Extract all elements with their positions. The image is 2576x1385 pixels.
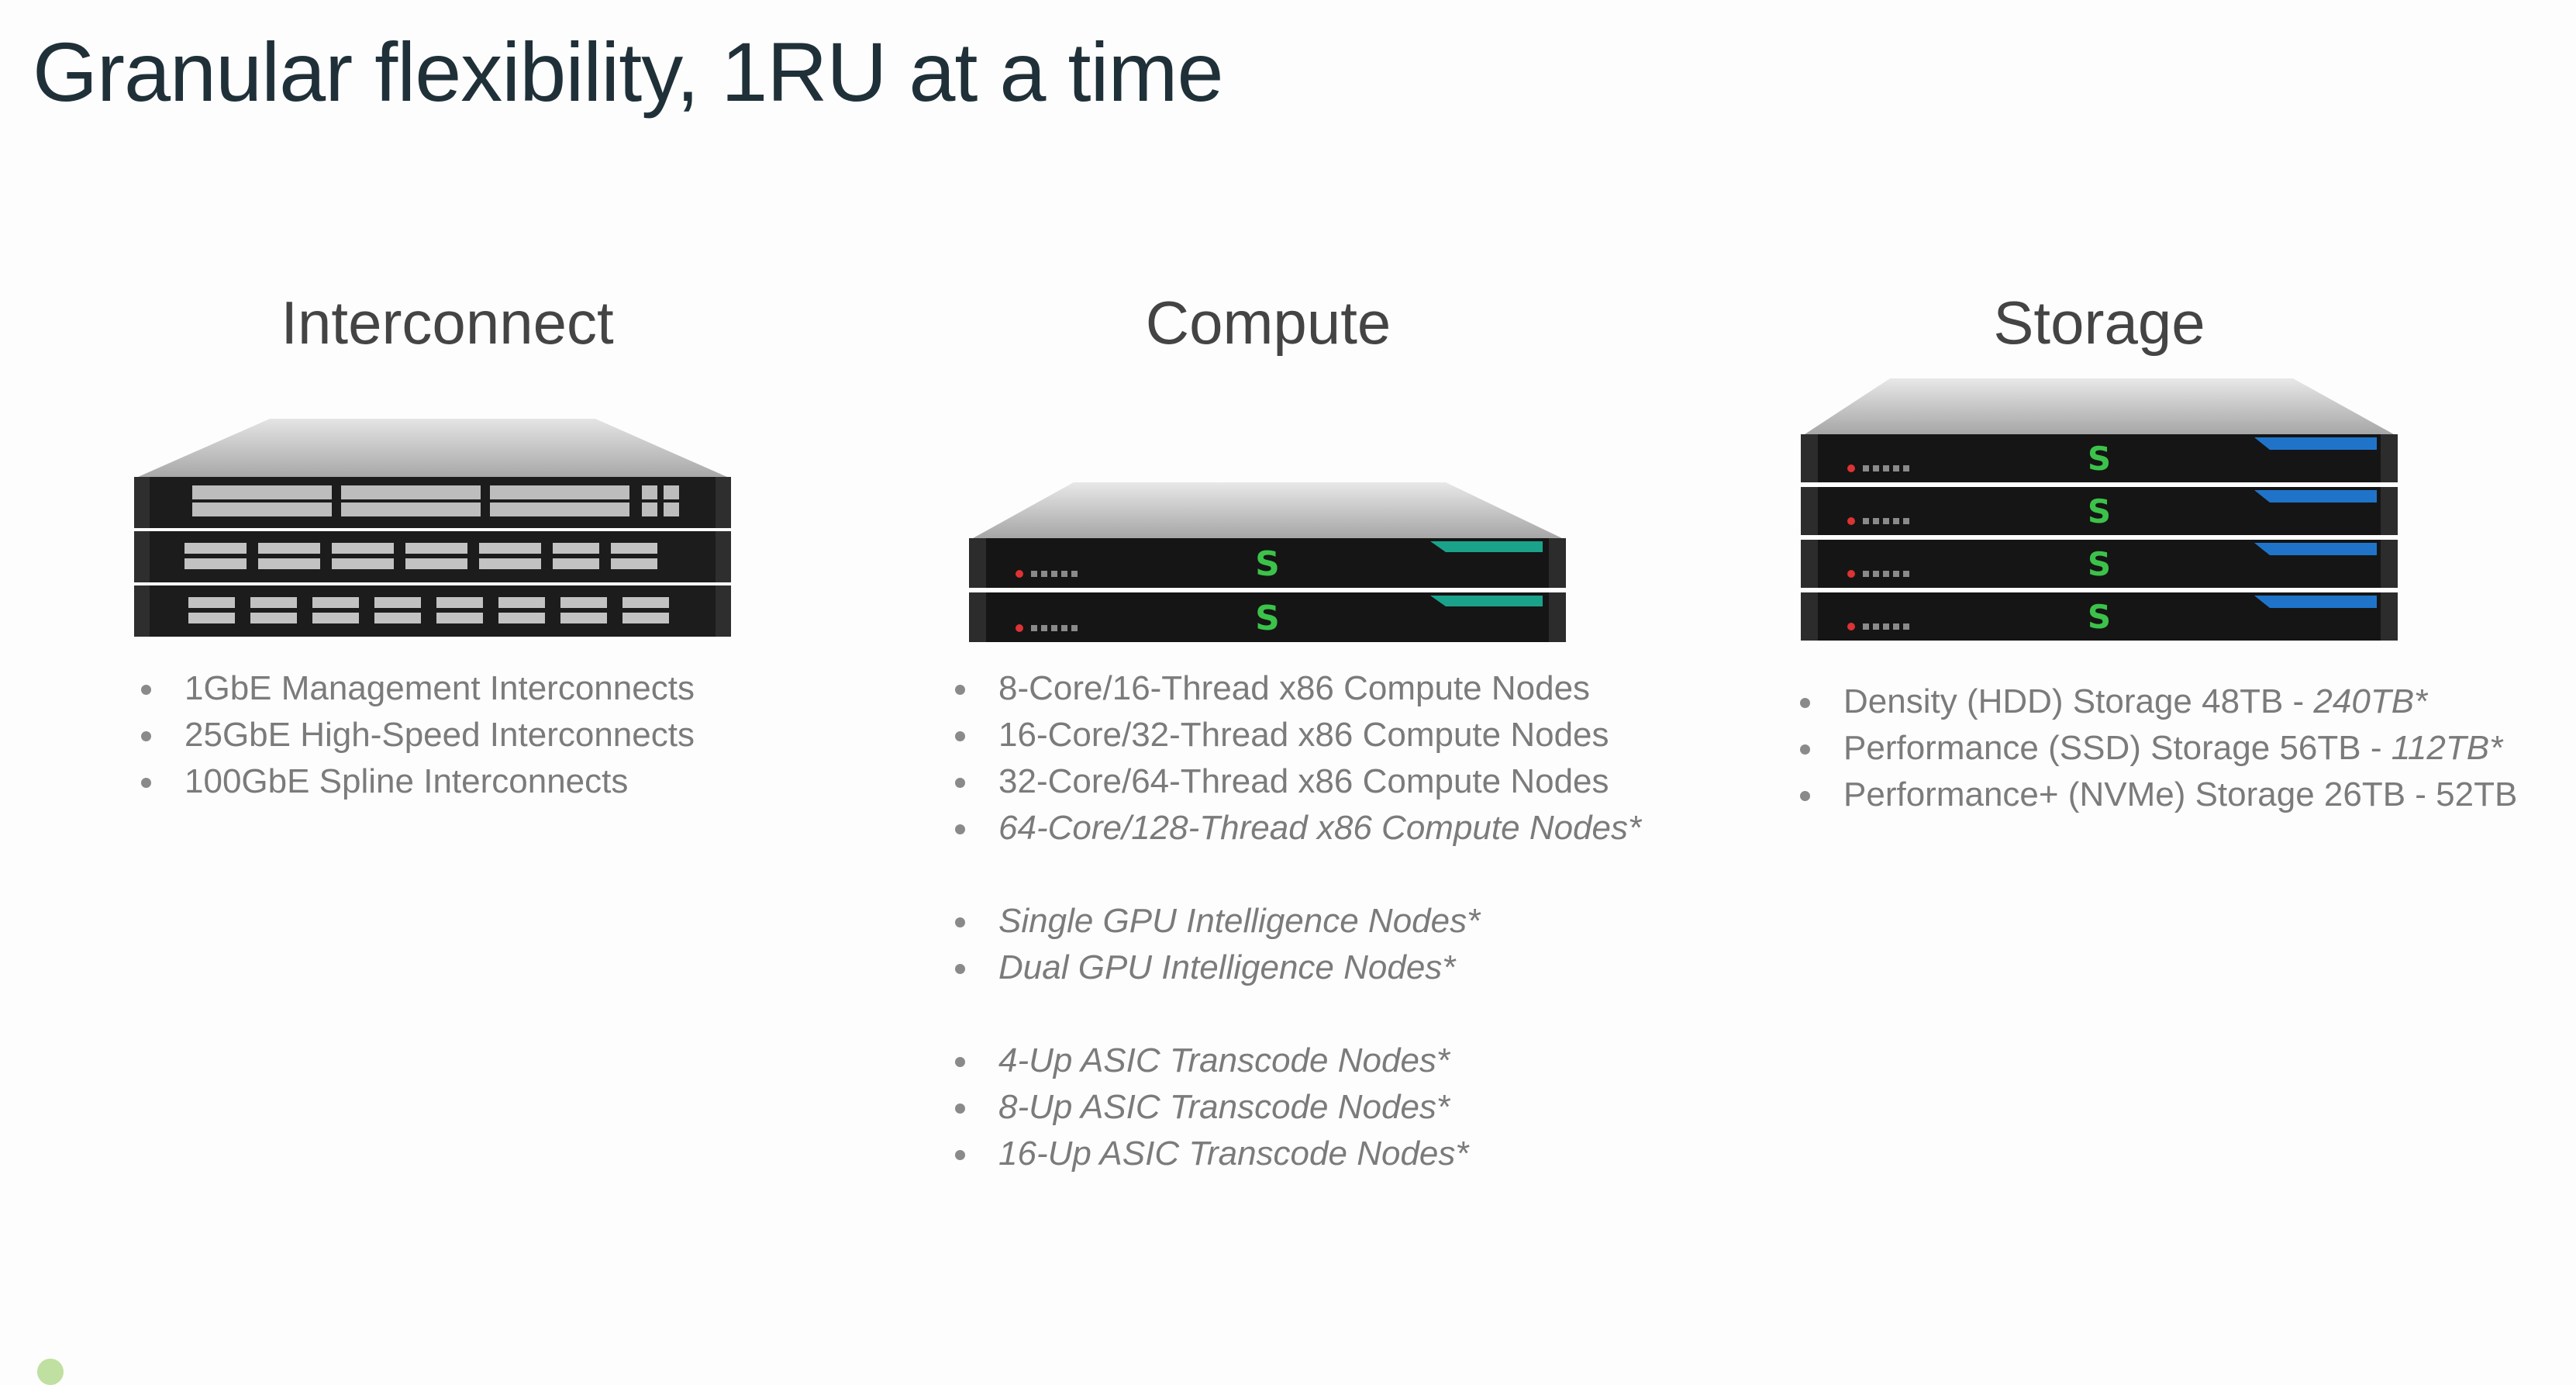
svg-text:S: S xyxy=(2088,545,2111,583)
compute-heading: Compute xyxy=(1145,288,1391,357)
list-item-text: Density (HDD) Storage 48TB - xyxy=(1843,682,2314,720)
slide-title: Granular flexibility, 1RU at a time xyxy=(33,25,1224,119)
list-item: 100GbE Spline Interconnects xyxy=(132,758,695,805)
list-item: 8-Up ASIC Transcode Nodes* xyxy=(946,1084,1641,1131)
network-switch-image xyxy=(130,419,735,644)
list-item-italic: 112TB* xyxy=(2391,729,2503,767)
list-item: Dual GPU Intelligence Nodes* xyxy=(946,945,1641,991)
list-item-text: Performance (SSD) Storage 56TB - xyxy=(1843,729,2392,767)
list-item: 1GbE Management Interconnects xyxy=(132,665,695,712)
svg-text:S: S xyxy=(1255,599,1280,638)
list-item-italic: 240TB* xyxy=(2313,682,2428,720)
list-item: 64-Core/128-Thread x86 Compute Nodes* xyxy=(946,805,1641,851)
list-item: 16-Up ASIC Transcode Nodes* xyxy=(946,1131,1641,1177)
list-item: Density (HDD) Storage 48TB - 240TB* xyxy=(1791,679,2517,725)
interconnect-heading: Interconnect xyxy=(281,288,614,357)
list-item: 4-Up ASIC Transcode Nodes* xyxy=(946,1038,1641,1084)
list-item: 32-Core/64-Thread x86 Compute Nodes xyxy=(946,758,1641,805)
list-item-text: Performance+ (NVMe) Storage 26TB - 52TB xyxy=(1843,775,2518,813)
storage-list: Density (HDD) Storage 48TB - 240TB* Perf… xyxy=(1791,679,2517,818)
list-item: Single GPU Intelligence Nodes* xyxy=(946,898,1641,945)
svg-text:S: S xyxy=(2088,598,2111,636)
list-item: Performance (SSD) Storage 56TB - 112TB* xyxy=(1791,725,2517,772)
list-item: 25GbE High-Speed Interconnects xyxy=(132,712,695,758)
list-item: Performance+ (NVMe) Storage 26TB - 52TB xyxy=(1791,772,2517,818)
interconnect-list: 1GbE Management Interconnects 25GbE High… xyxy=(132,665,695,805)
svg-text:S: S xyxy=(1255,544,1280,584)
list-item: 16-Core/32-Thread x86 Compute Nodes xyxy=(946,712,1641,758)
storage-heading: Storage xyxy=(1993,288,2205,357)
storage-server-image: S S S S xyxy=(1797,378,2402,646)
svg-text:S: S xyxy=(2088,440,2111,478)
brand-mark-icon xyxy=(37,1359,64,1385)
svg-text:S: S xyxy=(2088,492,2111,530)
compute-server-image: S S xyxy=(965,482,1570,649)
compute-list: 8-Core/16-Thread x86 Compute Nodes 16-Co… xyxy=(946,665,1641,1177)
list-item: 8-Core/16-Thread x86 Compute Nodes xyxy=(946,665,1641,712)
